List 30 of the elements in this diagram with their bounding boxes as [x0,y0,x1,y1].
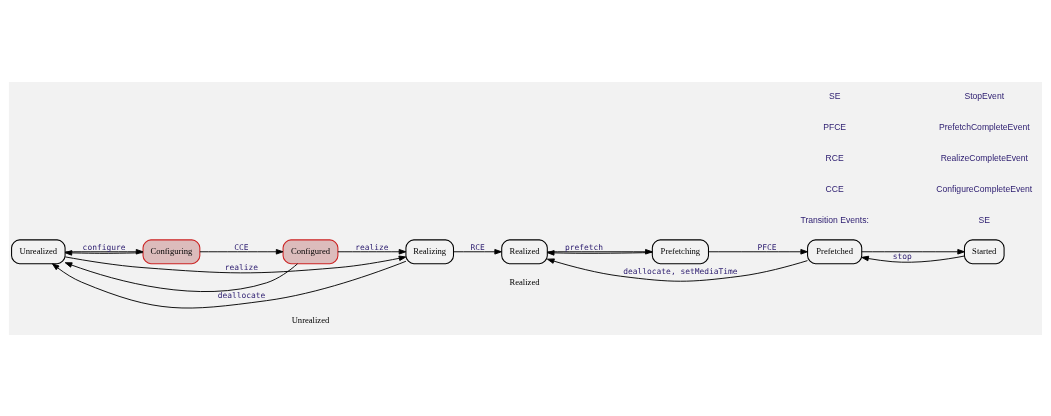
node-box: Prefetching [651,238,709,264]
label: SE [828,90,841,101]
label: RCE [825,152,844,163]
label: StopEvent [964,90,1005,101]
node-box: Unrealized [11,238,66,264]
label: Unrealized [291,314,330,325]
node-box: Prefetched [807,238,863,264]
label: PrefetchCompleteEvent [938,121,1030,132]
label: PFCE [823,121,847,132]
arrow [546,257,808,282]
node-box: Realizing [405,238,455,264]
arrow [51,260,407,308]
arrow [199,248,284,255]
arrow [861,255,965,263]
label: Transition Events: [800,214,869,225]
node-box: Configured [282,238,339,264]
label: RealizeCompleteEvent [940,152,1028,163]
arrow [337,248,407,255]
label: SE [978,214,990,225]
node-box: Realized [501,238,548,264]
label: Realized [509,276,540,287]
arrow [64,261,298,292]
arrow [453,248,502,255]
label: CCE [825,183,844,194]
arrow [708,248,808,255]
node-box: Configuring [142,238,201,264]
label: ConfigureCompleteEvent [936,183,1033,194]
arrow [861,248,965,255]
arrow [64,255,407,273]
node-box: Started [963,238,1005,264]
